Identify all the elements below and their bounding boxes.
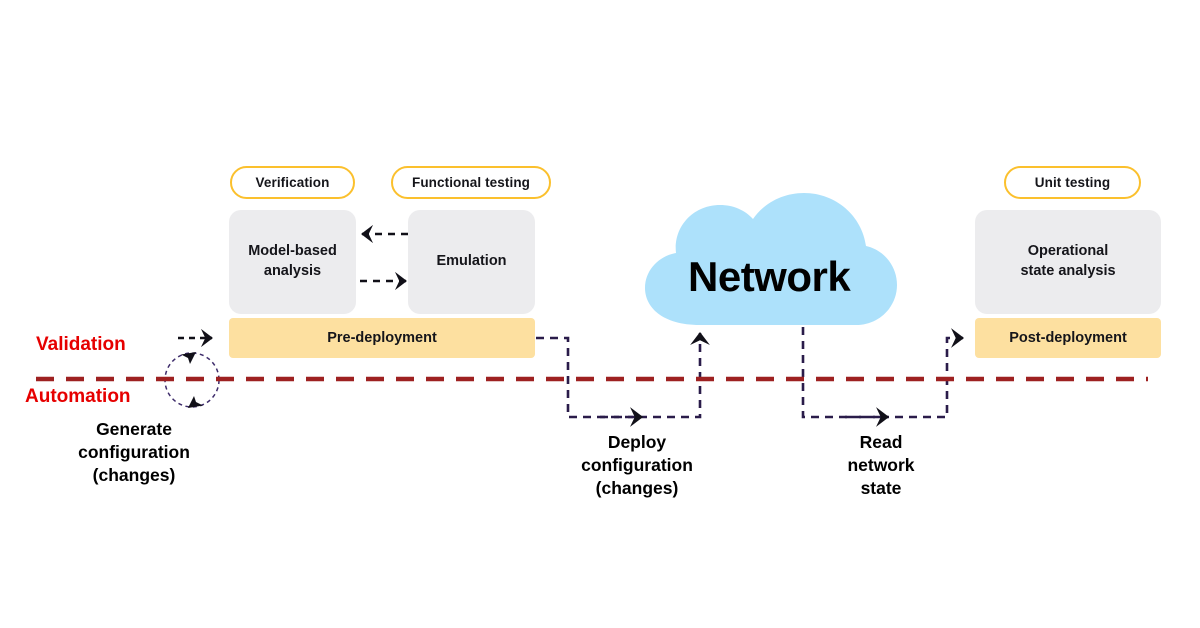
network-cloud-label: Network [688,253,851,300]
loop-arrowhead-top [181,352,196,364]
badge-functional-testing[interactable]: Functional testing [391,166,551,199]
bar-post-deployment-label: Post-deployment [1009,330,1127,346]
caption-generate-configuration: Generate configuration (changes) [78,419,190,486]
box-emulation[interactable]: Emulation [408,210,535,314]
box-model-based-analysis-label: Model-based analysis [248,243,337,279]
bar-pre-deployment-label: Pre-deployment [327,330,437,346]
bar-pre-deployment[interactable]: Pre-deployment [229,318,535,358]
box-emulation-label: Emulation [436,253,507,270]
caption-deploy-configuration: Deploy configuration (changes) [581,432,693,499]
deploy-configuration-path [536,331,710,427]
bar-post-deployment[interactable]: Post-deployment [975,318,1161,358]
loop-arrowhead-bottom [188,396,203,408]
analysis-emulation-arrows [360,224,408,291]
box-operational-state-analysis-label: Operational state analysis [1020,243,1116,279]
box-operational-state-analysis[interactable]: Operational state analysis [975,210,1161,314]
read-network-state-path [801,327,965,427]
label-automation: Automation [25,386,131,407]
generate-configuration-loop [164,352,220,408]
caption-read-network-state: Read network state [847,432,915,499]
label-validation: Validation [36,334,126,355]
box-model-based-analysis[interactable]: Model-based analysis [229,210,356,314]
badge-functional-testing-label: Functional testing [411,174,531,190]
badge-unit-testing[interactable]: Unit testing [1004,166,1141,199]
badge-unit-testing-label: Unit testing [1034,174,1111,190]
badge-verification[interactable]: Verification [230,166,355,199]
badge-verification-label: Verification [255,174,330,190]
